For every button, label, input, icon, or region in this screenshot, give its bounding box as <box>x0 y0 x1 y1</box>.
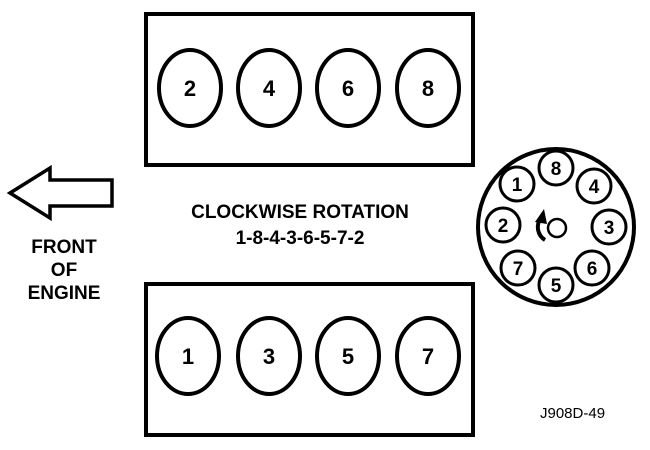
cylinder-1: 1 <box>155 316 221 396</box>
cylinder-5: 5 <box>315 316 381 396</box>
rotation-title: CLOCKWISE ROTATION <box>191 202 409 223</box>
cylinder-7: 7 <box>395 316 461 396</box>
cylinder-4: 4 <box>236 48 302 128</box>
cylinder-label: 8 <box>422 76 434 101</box>
cylinder-label: 7 <box>422 344 434 369</box>
top-cylinder-bank <box>144 12 475 167</box>
distributor-terminal-3: 3 <box>590 208 628 246</box>
distributor-terminal-5: 5 <box>537 266 575 304</box>
cylinder-3: 3 <box>236 316 302 396</box>
distributor-terminal-4: 4 <box>575 167 613 205</box>
firing-order: 1-8-4-3-6-5-7-2 <box>235 228 365 249</box>
cylinder-label: 2 <box>184 76 196 101</box>
cylinder-2: 2 <box>157 48 223 128</box>
cylinder-6: 6 <box>315 48 381 128</box>
cylinder-8: 8 <box>395 48 461 128</box>
cylinder-label: 4 <box>263 76 276 101</box>
terminal-label: 7 <box>513 259 524 280</box>
terminal-label: 6 <box>587 259 598 280</box>
terminal-label: 2 <box>498 216 509 237</box>
distributor-terminal-7: 7 <box>499 249 537 287</box>
distributor-cap <box>476 147 636 307</box>
figure-id: J908D-49 <box>540 405 606 422</box>
terminal-label: 4 <box>589 177 600 198</box>
distributor-terminal-1: 1 <box>498 165 536 203</box>
distributor-terminal-6: 6 <box>573 249 611 287</box>
front-label-line-2: OF <box>50 260 78 281</box>
terminal-label: 5 <box>551 276 562 297</box>
front-label-line-1: FRONT <box>31 237 97 258</box>
cylinder-label: 6 <box>342 76 354 101</box>
terminal-label: 8 <box>551 159 562 180</box>
cylinder-label: 3 <box>263 344 275 369</box>
terminal-label: 1 <box>512 175 523 196</box>
distributor-terminal-2: 2 <box>484 206 522 244</box>
terminal-label: 3 <box>604 218 615 239</box>
cylinder-label: 1 <box>182 344 194 369</box>
front-label-line-3: ENGINE <box>27 283 101 304</box>
distributor-terminal-8: 8 <box>537 149 575 187</box>
arrow-left-icon <box>6 164 114 222</box>
distributor-rotor <box>546 217 568 239</box>
clockwise-arrow-icon <box>535 209 547 242</box>
bottom-cylinder-bank <box>144 282 475 437</box>
cylinder-label: 5 <box>342 344 354 369</box>
